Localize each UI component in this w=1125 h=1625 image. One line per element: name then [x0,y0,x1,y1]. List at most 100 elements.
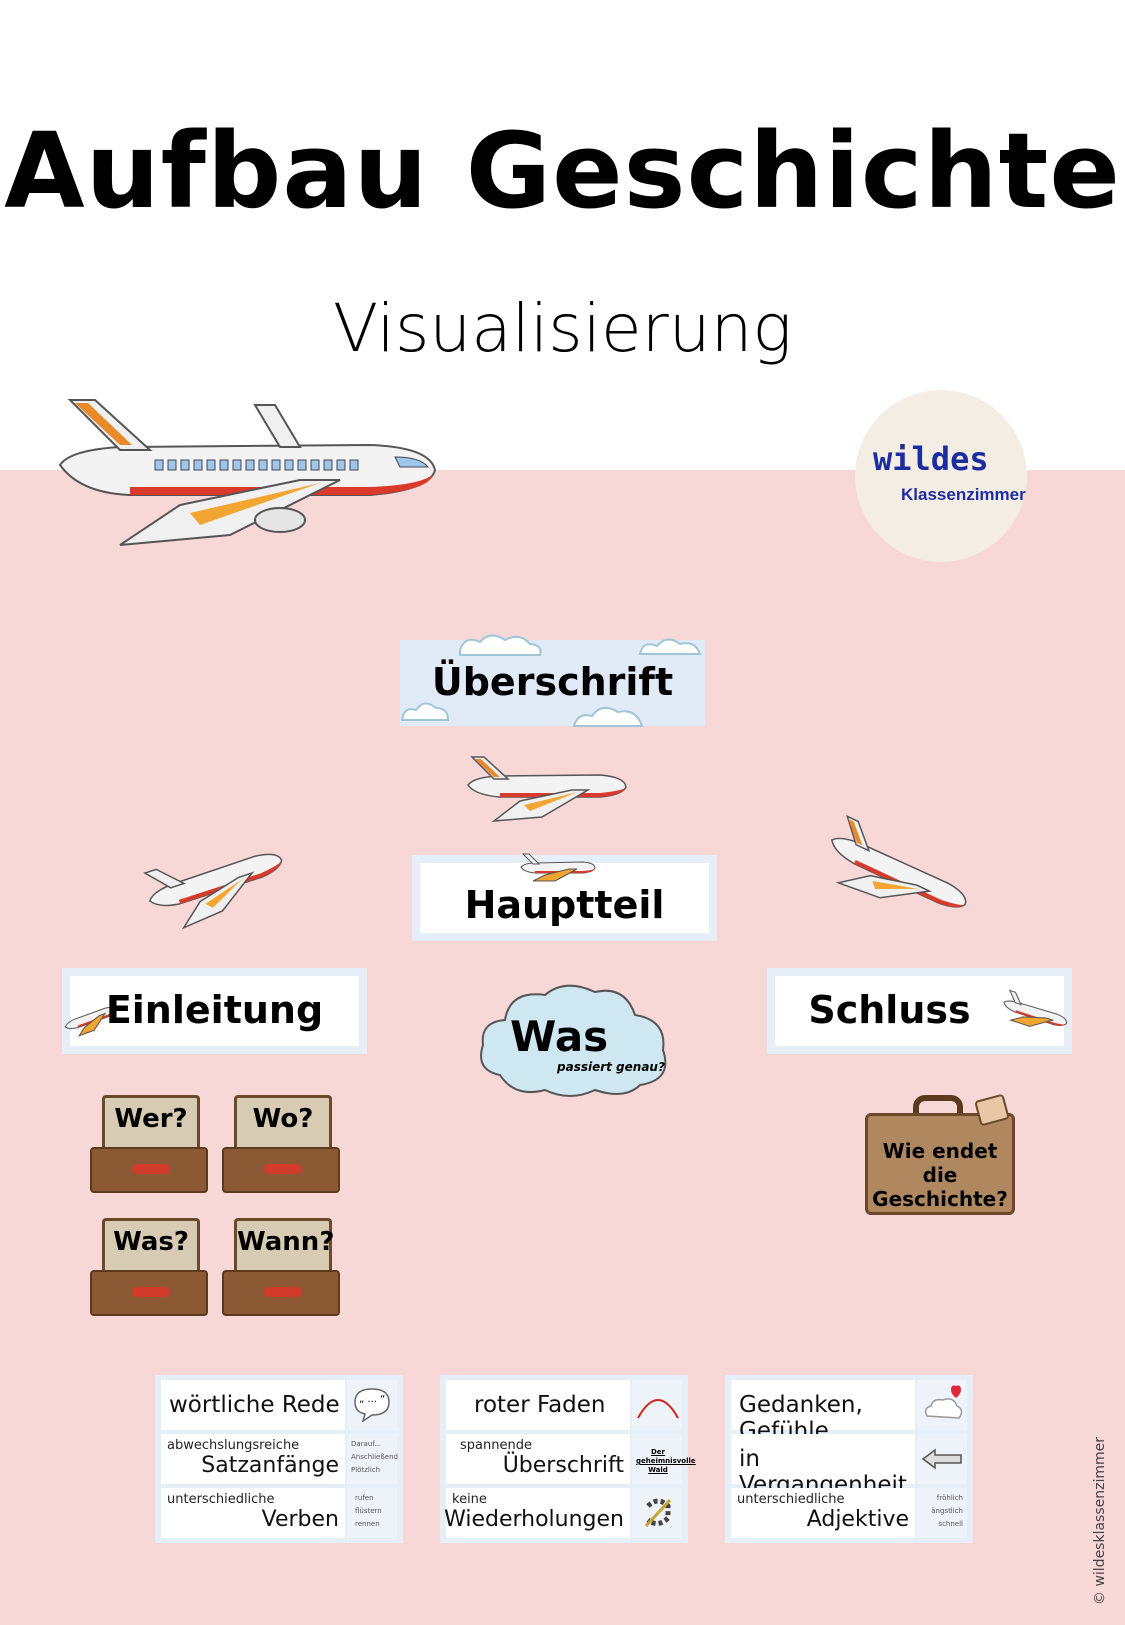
icon-caption: Darauf... Anschließend Plötzlich [351,1440,398,1474]
suitcase-body [90,1147,208,1193]
suitcase-label: Wer? [114,1104,188,1134]
logo-text-wildes: wildes [873,440,989,478]
criteria-text: wörtliche Rede [169,1392,340,1418]
schluss-label: Schluss [808,988,971,1032]
einleitung-label: Einleitung [105,988,324,1032]
schluss-card: Schluss [767,968,1072,1054]
thought-heart-icon [924,1385,963,1419]
red-thread-icon [637,1399,679,1419]
criteria-row: wörtliche Rede „ ... “ [161,1380,397,1430]
verbs-icon: rufen flüstern rennen [347,1488,397,1538]
ueberschrift-label: Überschrift [431,660,674,704]
suitcase-handle [264,1287,302,1297]
cloud-icon [459,634,542,656]
page-subtitle: Visualisierung [332,290,793,367]
suitcase-ending: Wie endet die Geschichte? [865,1093,1015,1215]
cloud-text-passiert: passiert genau? [557,1060,665,1074]
criteria-row: spannende Überschrift Der geheimnisvolle… [446,1434,696,1484]
cloud-icon [572,706,644,727]
ueberschrift-card: Überschrift [400,634,705,727]
repeat-crossed-icon [644,1498,672,1528]
arrow-left-icon [917,1434,967,1484]
thought-heart-icon [917,1380,967,1430]
red-thread-icon [632,1380,682,1430]
icon-caption: „ ... “ [359,1394,386,1405]
suitcase-lid: Wann? [234,1218,335,1273]
criteria-row: unterschiedliche Adjektive fröhlich ängs… [731,1488,967,1538]
criteria-row: unterschiedliche Verben rufen flüstern r… [161,1488,397,1538]
airplane-icon [1003,989,1068,1027]
criteria-row: keine Wiederholungen [444,1488,682,1538]
suitcase-lid: Wo? [234,1095,332,1150]
criteria-cell: Gedanken, Gefühle [731,1380,915,1444]
sentence-starters-icon: Darauf... Anschließend Plötzlich [347,1434,398,1484]
criteria-big: Wiederholungen [444,1507,624,1532]
icon-caption: fröhlich ängstlich schnell [931,1494,963,1528]
arrow-left-icon [921,1448,962,1470]
criteria-cell: keine Wiederholungen [444,1488,630,1538]
suitcase-label: Wann? [237,1227,335,1257]
suitcase-handle [264,1164,302,1174]
suitcase-wo: Wo? [222,1095,340,1195]
criteria-text: roter Faden [474,1392,606,1418]
criteria-cell: roter Faden [446,1380,630,1430]
suitcase-body [222,1270,340,1316]
criteria-cell: unterschiedliche Verben [161,1488,345,1538]
criteria-row: Gedanken, Gefühle [731,1380,967,1444]
airplane-icon [64,1006,116,1037]
criteria-row: roter Faden [446,1380,682,1430]
criteria-big: Satzanfänge [201,1453,339,1478]
headline-example-icon: Der geheimnisvolle Wald [632,1434,696,1484]
card-inner [70,976,359,1046]
criteria-row: in Vergangenheit [731,1434,967,1498]
airplane-icon [831,814,967,908]
icon-caption: rufen flüstern rennen [355,1494,382,1528]
suitcase-lid: Wer? [102,1095,200,1150]
criteria-big: Adjektive [806,1507,909,1532]
cloud-icon [480,984,667,1097]
hauptteil-card: Hauptteil [412,853,717,941]
logo-text-klassenzimmer: Klassenzimmer [901,485,1026,504]
repeat-crossed-icon [632,1488,682,1538]
adjectives-icon: fröhlich ängstlich schnell [917,1488,967,1538]
hauptteil-label: Hauptteil [464,883,665,927]
icon-caption: Der geheimnisvolle Wald [636,1448,696,1474]
criteria-cell: spannende Überschrift [446,1434,630,1484]
airplane-icon [58,399,437,546]
criteria-cell: in Vergangenheit [731,1434,915,1498]
suitcase-handle [132,1287,170,1297]
page-title: Aufbau Geschichte [4,110,1121,232]
criteria-panel-3: Gedanken, Gefühle in Vergangenheit unter… [725,1375,973,1543]
cloud-icon [400,702,450,721]
suitcase-body [865,1113,1015,1215]
suitcase-body [222,1147,340,1193]
airplane-icon [520,853,596,882]
criteria-small: unterschiedliche [167,1492,275,1507]
criteria-small: keine [452,1492,487,1507]
suitcase-body [90,1270,208,1316]
cloud-text-was: Was [510,1012,609,1061]
logo: wildes Klassenzimmer [855,390,1027,562]
criteria-panel-1: wörtliche Rede „ ... “ abwechslungsreich… [155,1375,403,1543]
suitcase-handle [913,1095,963,1119]
einleitung-card: Einleitung [62,968,367,1054]
speech-bubble-icon [354,1388,390,1423]
cloud-icon [638,638,702,655]
suitcase-was: Was? [90,1218,208,1318]
criteria-small: spannende [460,1438,532,1453]
copyright: © wildesklassenzimmer [1092,1436,1108,1605]
criteria-cell: wörtliche Rede [161,1380,345,1430]
suitcase-label: Wie endet die Geschichte? [872,1139,1008,1211]
criteria-big: Verben [261,1507,339,1532]
suitcase-label: Wo? [252,1104,314,1134]
airplane-icon [467,756,627,822]
airplane-icon [143,853,283,930]
criteria-big: Überschrift [502,1453,624,1478]
suitcase-label: Was? [113,1227,189,1257]
criteria-small: abwechslungsreiche [167,1438,300,1453]
criteria-cell: abwechslungsreiche Satzanfänge [161,1434,345,1484]
criteria-row: abwechslungsreiche Satzanfänge Darauf...… [161,1434,398,1484]
criteria-cell: unterschiedliche Adjektive [731,1488,915,1538]
criteria-panel-2: roter Faden spannende Überschrift Der ge… [440,1375,696,1543]
suitcase-wer: Wer? [90,1095,208,1195]
